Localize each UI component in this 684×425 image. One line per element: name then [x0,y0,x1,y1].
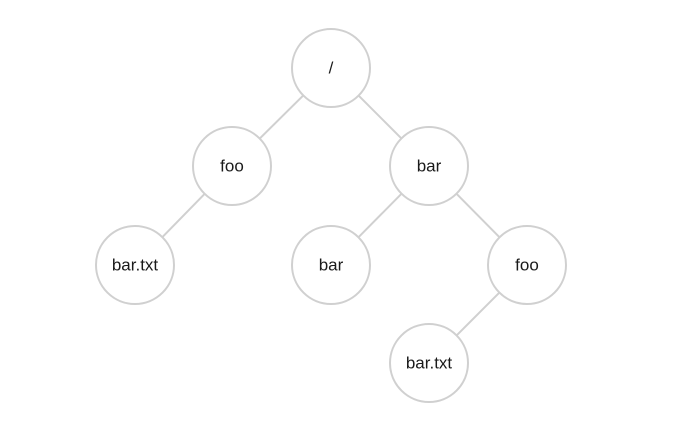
edge-foo-to-foo-bar-txt [161,193,206,238]
node-foo-bar-txt: bar.txt [95,225,175,305]
node-circle-bar-foo-bar-txt [389,323,469,403]
edge-bar-foo-to-bar-foo-bar-txt [455,291,501,337]
node-circle-foo-bar-txt [95,225,175,305]
node-bar-foo: foo [487,225,567,305]
edge-bar-to-bar-foo [455,193,501,238]
node-circle-foo [192,126,272,206]
node-label-foo: foo [220,157,244,176]
node-label-bar-bar: bar [319,256,344,275]
node-circle-bar [389,126,469,206]
edge-bar-to-bar-bar [357,193,403,238]
node-bar-foo-bar-txt: bar.txt [389,323,469,403]
tree-edges [161,94,501,337]
tree-nodes: / foo bar bar.txt bar foo bar.txt [95,28,567,403]
node-label-bar-foo-bar-txt: bar.txt [406,354,453,373]
node-bar-bar: bar [291,225,371,305]
node-bar: bar [389,126,469,206]
edge-root-to-bar [357,94,403,140]
node-label-bar-foo: foo [515,256,539,275]
node-foo: foo [192,126,272,206]
node-circle-bar-bar [291,225,371,305]
node-label-root: / [329,59,334,78]
node-circle-bar-foo [487,225,567,305]
node-root: / [291,28,371,108]
node-label-foo-bar-txt: bar.txt [112,256,159,275]
edge-root-to-foo [259,94,304,140]
node-circle-root [291,28,371,108]
node-label-bar: bar [417,157,442,176]
